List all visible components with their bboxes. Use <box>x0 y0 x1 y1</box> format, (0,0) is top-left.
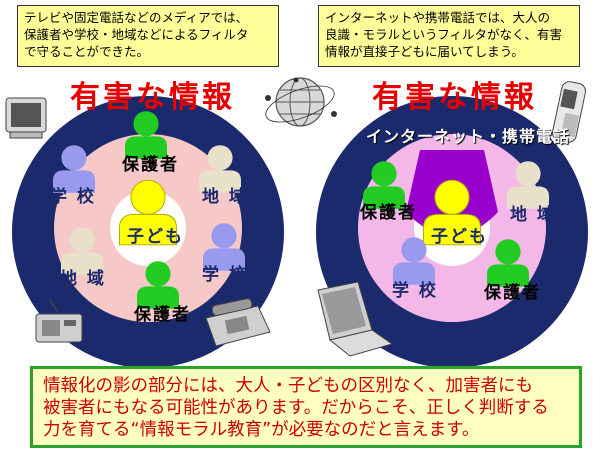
bottom-message-line: 力を育てる“情報モラル教育”が必要なのだと言えます。 <box>43 420 480 440</box>
mobile-phone-icon <box>552 81 586 143</box>
left-center-label: 子ども <box>127 227 184 247</box>
left-caption-line: 保護者や学校・地域などによるフィルタ <box>24 27 249 42</box>
tv-icon <box>5 97 47 139</box>
left-caption-box: テレビや固定電話などのメディアでは、 保護者や学校・地域などによるフィルタ で守… <box>17 5 279 67</box>
right-label-parent-right: 保護者 <box>484 283 541 303</box>
left-label-region-bottom: 地 域 <box>60 269 106 289</box>
phone-icon <box>205 298 271 347</box>
right-heading: 有害な情報 <box>372 80 537 115</box>
radio-icon <box>35 299 83 343</box>
left-caption-line: で守ることができた。 <box>24 44 150 59</box>
bottom-message-line: 情報化の影の部分には、大人・子どもの区別なく、加害者にも <box>43 376 533 396</box>
left-heading: 有害な情報 <box>70 80 235 115</box>
right-caption-box: インターネットや携帯電話では、大人の 良識・モラルというフィルタがなく、有害 情… <box>318 5 580 67</box>
right-caption-line: 情報が直接子どもに届いてしまう。 <box>325 44 524 59</box>
left-label-parent-top: 保護者 <box>122 155 179 175</box>
left-label-school-top: 学 校 <box>50 187 96 207</box>
laptop-icon <box>317 281 394 357</box>
right-label-parent-left: 保護者 <box>360 203 417 223</box>
left-label-school-bottom: 学 校 <box>202 265 248 285</box>
left-caption-line: テレビや固定電話などのメディアでは、 <box>24 10 249 25</box>
right-caption-line: 良識・モラルというフィルタがなく、有害 <box>325 27 563 42</box>
globe-icon <box>265 77 337 127</box>
bottom-message-box: 情報化の影の部分には、大人・子どもの区別なく、加害者にも 被害者にもなる可能性が… <box>30 366 582 448</box>
right-caption-line: インターネットや携帯電話では、大人の <box>325 10 551 25</box>
right-label-region: 地 域 <box>510 205 556 225</box>
bottom-message-line: 被害者にもなる可能性があります。だからこそ、正しく判断する <box>43 398 549 418</box>
right-center-label: 子ども <box>431 227 488 247</box>
left-label-parent-bottom: 保護者 <box>134 305 191 325</box>
left-label-region-top: 地 域 <box>202 187 248 207</box>
internet-label: インターネット・携帯電話 <box>366 127 571 146</box>
right-label-school: 学 校 <box>392 281 438 301</box>
